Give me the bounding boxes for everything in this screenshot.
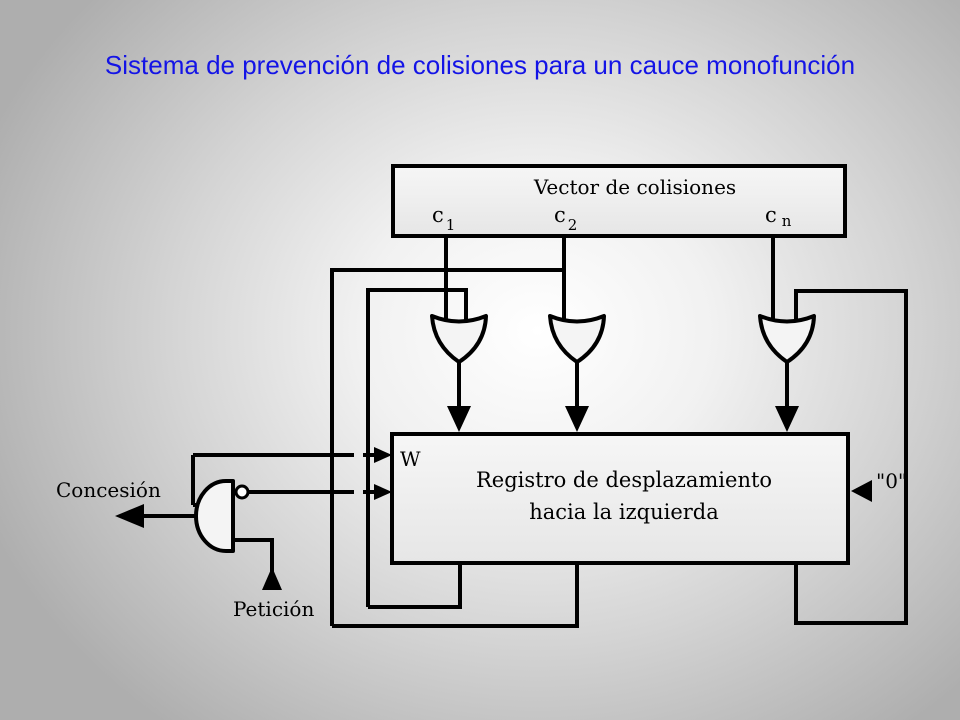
arrowheads (115, 406, 872, 590)
shift-register-box (390, 432, 850, 565)
bit-name: c (554, 203, 566, 227)
shift-register-line1: Registro de desplazamiento (476, 468, 772, 492)
grant-and-gate (194, 479, 235, 553)
or-gate-1 (430, 314, 488, 364)
svg-text:cn: cn (765, 203, 792, 230)
input-zero-label: "0" (876, 469, 907, 493)
dashed-links (332, 453, 375, 494)
bit-subscript: n (782, 212, 792, 230)
bit-name: c (765, 203, 777, 227)
request-label: Petición (233, 597, 314, 621)
bit-subscript: 2 (568, 216, 578, 234)
slide-title: Sistema de prevención de colisiones para… (104, 50, 856, 80)
grant-label: Concesión (56, 478, 161, 502)
bit-name: c (432, 203, 444, 227)
svg-text:c1: c1 (432, 203, 455, 234)
bit-subscript: 1 (446, 216, 456, 234)
or-gate-2 (548, 314, 606, 364)
svg-text:c2: c2 (554, 203, 577, 234)
inverter-bubble (234, 484, 250, 500)
shift-register-line2: hacia la izquierda (529, 500, 719, 524)
wires (142, 236, 908, 628)
collision-vector-box (391, 164, 847, 238)
or-gate-n (758, 314, 816, 364)
collision-vector-label: Vector de colisiones (533, 175, 736, 199)
w-bit-label: W (400, 447, 421, 471)
